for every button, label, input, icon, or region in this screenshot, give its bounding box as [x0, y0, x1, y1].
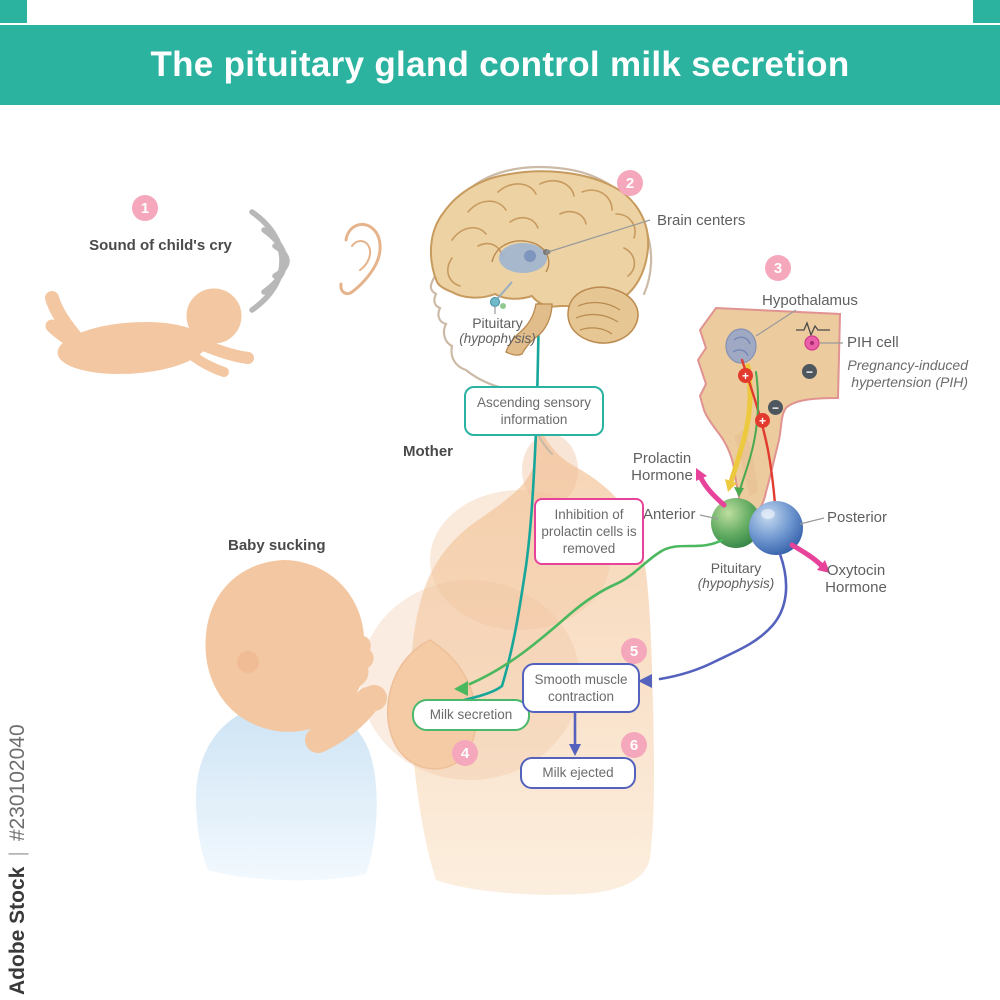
watermark-brand: Adobe Stock [6, 866, 29, 995]
step-badge-4: 4 [452, 740, 478, 766]
header-corner-right [973, 0, 1000, 23]
step-badge-3: 3 [765, 255, 791, 281]
header-corner-left [0, 0, 27, 23]
pituitary-head-line2: (hypophysis) [459, 331, 536, 346]
step-badge-2: 2 [617, 170, 643, 196]
pituitary-head-label: Pituitary (hypophysis) [445, 315, 550, 346]
oxytocin-hormone-label: Oxytocin Hormone [812, 562, 900, 596]
brain-centers-label: Brain centers [657, 212, 746, 229]
minus-sign-2: − [768, 400, 783, 415]
milk-ejected-box: Milk ejected [520, 757, 636, 789]
hormone-release-arrows [696, 468, 830, 573]
inhibition-box: Inhibition of prolactin cells is removed [534, 498, 644, 565]
pih-fullname-line2: hypertension (PIH) [851, 374, 968, 390]
stock-watermark: Adobe Stock | #230102040 [6, 724, 30, 995]
watermark-id: #230102040 [6, 724, 29, 842]
pih-fullname-label: Pregnancy-induced hypertension (PIH) [788, 357, 968, 391]
ascending-sensory-box: Ascending sensory information [464, 386, 604, 436]
pituitary-inset-line2: (hypophysis) [697, 576, 775, 591]
baby-lying-silhouette [45, 288, 254, 377]
prolactin-pathway-arrow [454, 538, 724, 696]
watermark-separator: | [6, 851, 29, 857]
oxytocin-line1: Oxytocin [826, 562, 886, 579]
step-badge-5: 5 [621, 638, 647, 664]
pituitary-head-line1: Pituitary [472, 315, 523, 331]
plus-sign-2: + [755, 413, 770, 428]
sound-waves-icon [249, 209, 290, 313]
brain-illustration [429, 170, 650, 356]
prolactin-hormone-label: Prolactin Hormone [616, 450, 708, 484]
baby-sucking-silhouette [195, 560, 387, 881]
anterior-label: Anterior [643, 506, 696, 523]
header-band: The pituitary gland control milk secreti… [0, 25, 1000, 105]
oxytocin-pathway-arrow [638, 552, 788, 688]
hypothalamus-section [696, 306, 842, 555]
sound-of-cry-label: Sound of child's cry [89, 237, 232, 254]
smooth-muscle-box: Smooth muscle contraction [522, 663, 640, 713]
posterior-label: Posterior [827, 509, 888, 526]
prolactin-line2: Hormone [631, 467, 693, 484]
pih-fullname-line1: Pregnancy-induced [847, 357, 968, 373]
leader-lines [494, 219, 843, 525]
step-badge-1: 1 [132, 195, 158, 221]
pituitary-inset-line1: Pituitary [710, 560, 762, 576]
hypothalamus-label: Hypothalamus [762, 292, 858, 309]
prolactin-line1: Prolactin [632, 450, 692, 467]
minus-sign-1: − [802, 364, 817, 379]
baby-sucking-label: Baby sucking [228, 537, 326, 554]
pituitary-inset-label: Pituitary (hypophysis) [686, 560, 786, 591]
oxytocin-line2: Hormone [825, 579, 887, 596]
ear-icon [339, 223, 382, 296]
page-title: The pituitary gland control milk secreti… [150, 45, 850, 84]
pih-cell-label: PIH cell [847, 334, 899, 351]
milk-secretion-box: Milk secretion [412, 699, 530, 731]
mother-label: Mother [403, 443, 453, 460]
plus-sign-1: + [738, 368, 753, 383]
step-badge-6: 6 [621, 732, 647, 758]
